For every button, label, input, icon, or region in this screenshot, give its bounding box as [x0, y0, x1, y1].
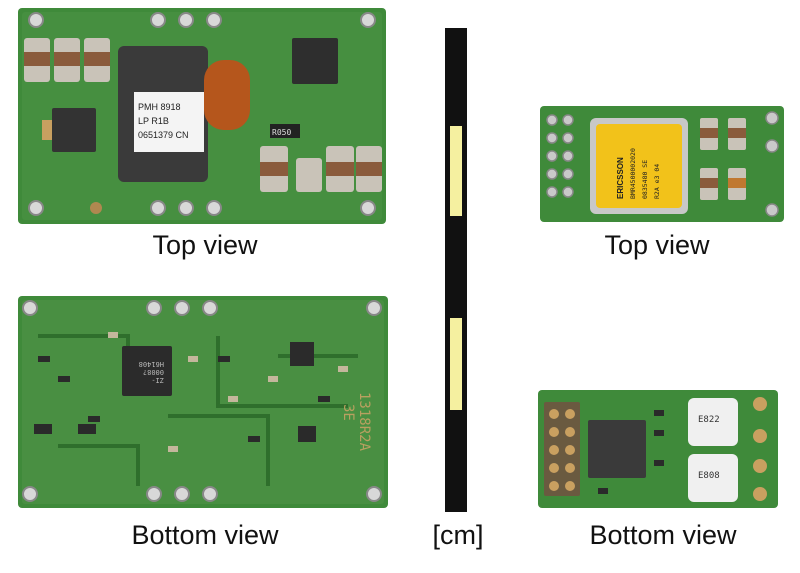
chip-label: ZI-0008?H61408: [139, 360, 164, 384]
large-board-top-photo: PMH 8918 LP R1B 0651379 CN R050: [18, 8, 386, 224]
chip-e808: E808: [698, 471, 720, 481]
caption-large-top: Top view: [152, 230, 258, 260]
large-board-bottom-photo: ZI-0008?H61408 3E 1318R2A: [18, 296, 388, 508]
scale-unit-label: [cm]: [432, 520, 484, 550]
inductor-text-1: PMH 8918: [138, 102, 181, 112]
caption-small-bottom: Bottom view: [589, 520, 737, 550]
module-code: 0835480 SE: [641, 160, 649, 199]
module-brand: ERICSSON: [616, 157, 625, 199]
resistor-label: R050: [272, 128, 291, 137]
small-board-bottom-photo: E822 E808: [538, 390, 778, 508]
caption-small-top: Top view: [604, 230, 710, 260]
silk-code-1: 3E: [340, 404, 356, 421]
module-rev: R2A e3 04: [653, 164, 661, 199]
silk-code-2: 1318R2A: [356, 392, 372, 452]
inductor-text-2: LP R1B: [138, 116, 169, 126]
chip-e822: E822: [698, 415, 720, 425]
module-part-number: BMR4500002020: [629, 148, 637, 199]
caption-large-bottom: Bottom view: [131, 520, 279, 550]
scale-bar: [445, 28, 467, 512]
small-board-top-photo: ERICSSON BMR4500002020 0835480 SE R2A e3…: [540, 106, 784, 222]
inductor-text-3: 0651379 CN: [138, 130, 189, 140]
